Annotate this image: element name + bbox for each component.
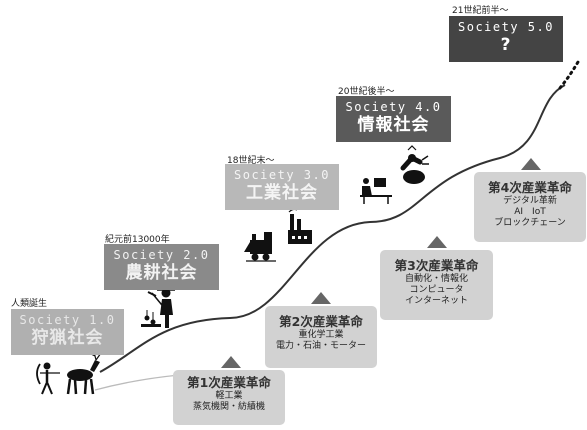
society-5-label: ? (500, 35, 512, 56)
revolution-1-line-1: 軽工業 (215, 390, 243, 401)
revolution-1-line-2: 蒸気機関・紡績機 (192, 401, 265, 412)
society-4-name: Society 4.0 (345, 100, 442, 114)
society-4-box: Society 4.0 情報社会 (336, 96, 451, 142)
society-3-label: 工業社会 (246, 183, 318, 204)
era-note-5: 21世紀前半～ (452, 6, 509, 16)
train-factory-icon (244, 208, 312, 262)
revolution-4-line-1: デジタル革新 (503, 195, 557, 206)
society-2-box: Society 2.0 農耕社会 (104, 244, 219, 290)
era-note-1: 人類誕生 (11, 299, 48, 309)
society-1-name: Society 1.0 (19, 313, 116, 327)
society-4-label: 情報社会 (357, 115, 430, 136)
revolution-1-box: 第1次産業革命 軽工業 蒸気機関・紡績機 (173, 370, 285, 425)
revolution-3-line-1: 自動化・情報化 (404, 273, 468, 284)
growth-curve (99, 84, 566, 373)
era-note-4: 20世紀後半～ (338, 87, 395, 97)
farmer-icon (141, 288, 175, 328)
revolution-2-line-2: 電力・石油・モーター (275, 340, 366, 351)
revolution-2-marker (311, 292, 331, 304)
society-5-box: Society 5.0 ? (449, 16, 563, 62)
society-3-box: Society 3.0 工業社会 (225, 164, 339, 210)
revolution-4-title: 第4次産業革命 (488, 180, 572, 195)
revolution-3-box: 第3次産業革命 自動化・情報化 コンピュータ インターネット (380, 250, 493, 320)
revolution-3-title: 第3次産業革命 (394, 258, 479, 273)
society-1-label: 狩猟社会 (31, 328, 104, 349)
revolution-4-line-2: AI IoT (514, 206, 546, 217)
revolution-2-box: 第2次産業革命 重化学工業 電力・石油・モーター (265, 306, 377, 368)
hunter-deer-icon (36, 351, 102, 395)
revolution-4-box: 第4次産業革命 デジタル革新 AI IoT ブロックチェーン (474, 172, 586, 242)
society-5-name: Society 5.0 (458, 20, 554, 34)
future-dotted-curve (558, 60, 580, 90)
revolution-3-line-2: コンピュータ (409, 284, 464, 295)
revolution-3-marker (427, 236, 447, 248)
era-note-3: 18世紀末～ (227, 156, 275, 166)
society-3-name: Society 3.0 (234, 168, 330, 182)
era-note-2: 紀元前13000年 (105, 235, 170, 245)
revolution-2-line-1: 重化学工業 (298, 329, 344, 340)
revolution-2-title: 第2次産業革命 (279, 314, 363, 329)
revolution-4-marker (521, 158, 541, 170)
revolution-1-marker (221, 356, 241, 368)
revolution-4-line-3: ブロックチェーン (494, 218, 566, 229)
society-2-label: 農耕社会 (125, 263, 198, 284)
society-2-name: Society 2.0 (113, 248, 210, 262)
society-1-box: Society 1.0 狩猟社会 (11, 309, 124, 355)
revolution-1-title: 第1次産業革命 (187, 375, 271, 390)
computer-robot-icon (360, 145, 429, 204)
revolution-3-line-3: インターネット (404, 296, 468, 307)
